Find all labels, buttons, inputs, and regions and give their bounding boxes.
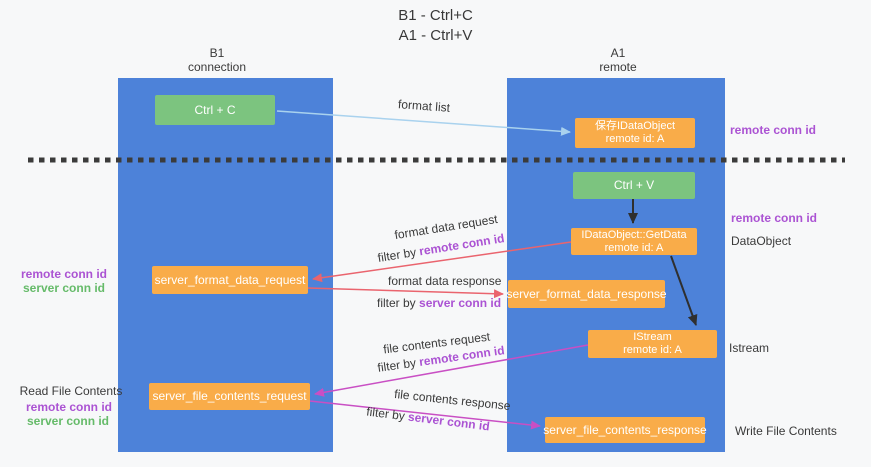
arrow-format-list [276, 110, 571, 136]
label-dataobject: DataObject [731, 234, 792, 248]
arrow-format-data-request [312, 241, 572, 283]
lane-b1-name: B1 [209, 46, 225, 60]
label-right-remote-conn-id-top: remote conn id [730, 123, 817, 137]
label-read-file-contents: Read File Contents [19, 384, 123, 398]
lane-b1-subtitle: connection [187, 60, 247, 74]
box-server-file-contents-request: server_file_contents_request [149, 383, 310, 410]
box-istream-line2: remote id: A [623, 344, 682, 356]
lane-a1-subtitle: remote [599, 60, 637, 74]
diagram-title: B1 - Ctrl+C A1 - Ctrl+V [0, 6, 871, 46]
title-line-1: B1 - Ctrl+C [398, 7, 473, 24]
label-left-server-conn-id-1: server conn id [22, 281, 106, 295]
filter-by-text-2: filter by [377, 296, 420, 310]
label-istream: Istream [729, 341, 770, 355]
title-line-2: A1 - Ctrl+V [398, 27, 473, 44]
box-save-idataobject: 保存IDataObject remote id: A [575, 118, 695, 148]
arrow-file-contents-response [309, 400, 541, 430]
box-server-format-data-request: server_format_data_request [152, 266, 308, 294]
box-server-format-data-request-label: server_format_data_request [154, 272, 306, 287]
box-istream: IStream remote id: A [588, 330, 717, 358]
arrow-getdata-to-istream [670, 255, 698, 326]
box-save-idataobject-line2: remote id: A [605, 133, 665, 145]
label-write-file-contents: Write File Contents [735, 424, 837, 438]
label-right-remote-conn-id-mid: remote conn id [731, 211, 818, 225]
box-save-idataobject-line1: 保存IDataObject [594, 120, 676, 132]
box-ctrl-v: Ctrl + V [573, 172, 695, 199]
box-server-file-contents-response: server_file_contents_response [543, 417, 707, 443]
lane-header-a1: A1 remote [568, 46, 668, 74]
label-left-server-conn-id-2: server conn id [26, 414, 110, 428]
label-format-data-response: format data response [388, 274, 502, 288]
box-istream-line1: IStream [633, 331, 672, 343]
box-ctrl-c-label: Ctrl + C [194, 102, 236, 117]
arrow-file-contents-request [314, 344, 589, 397]
box-server-file-contents-response-label: server_file_contents_response [543, 422, 707, 437]
box-getdata-line1: IDataObject::GetData [581, 228, 687, 241]
lane-a1-name: A1 [610, 46, 626, 60]
box-server-file-contents-request-label: server_file_contents_request [152, 389, 307, 403]
label-filter-by-server-conn-id-1: filter by server conn id [377, 296, 501, 310]
box-server-format-data-response: server_format_data_response [506, 280, 667, 308]
label-left-remote-conn-id-1: remote conn id [20, 267, 108, 281]
server-conn-id-text-2: server conn id [419, 296, 502, 310]
box-idataobject-getdata: IDataObject::GetData remote id: A [571, 228, 697, 255]
label-left-remote-conn-id-2: remote conn id [25, 400, 113, 414]
arrow-format-data-response [307, 287, 504, 299]
box-server-format-data-response-label: server_format_data_response [506, 286, 667, 301]
lane-header-b1: B1 connection [167, 46, 267, 74]
box-getdata-line2: remote id: A [604, 241, 664, 254]
box-ctrl-v-label: Ctrl + V [613, 178, 655, 192]
box-ctrl-c: Ctrl + C [155, 95, 275, 125]
